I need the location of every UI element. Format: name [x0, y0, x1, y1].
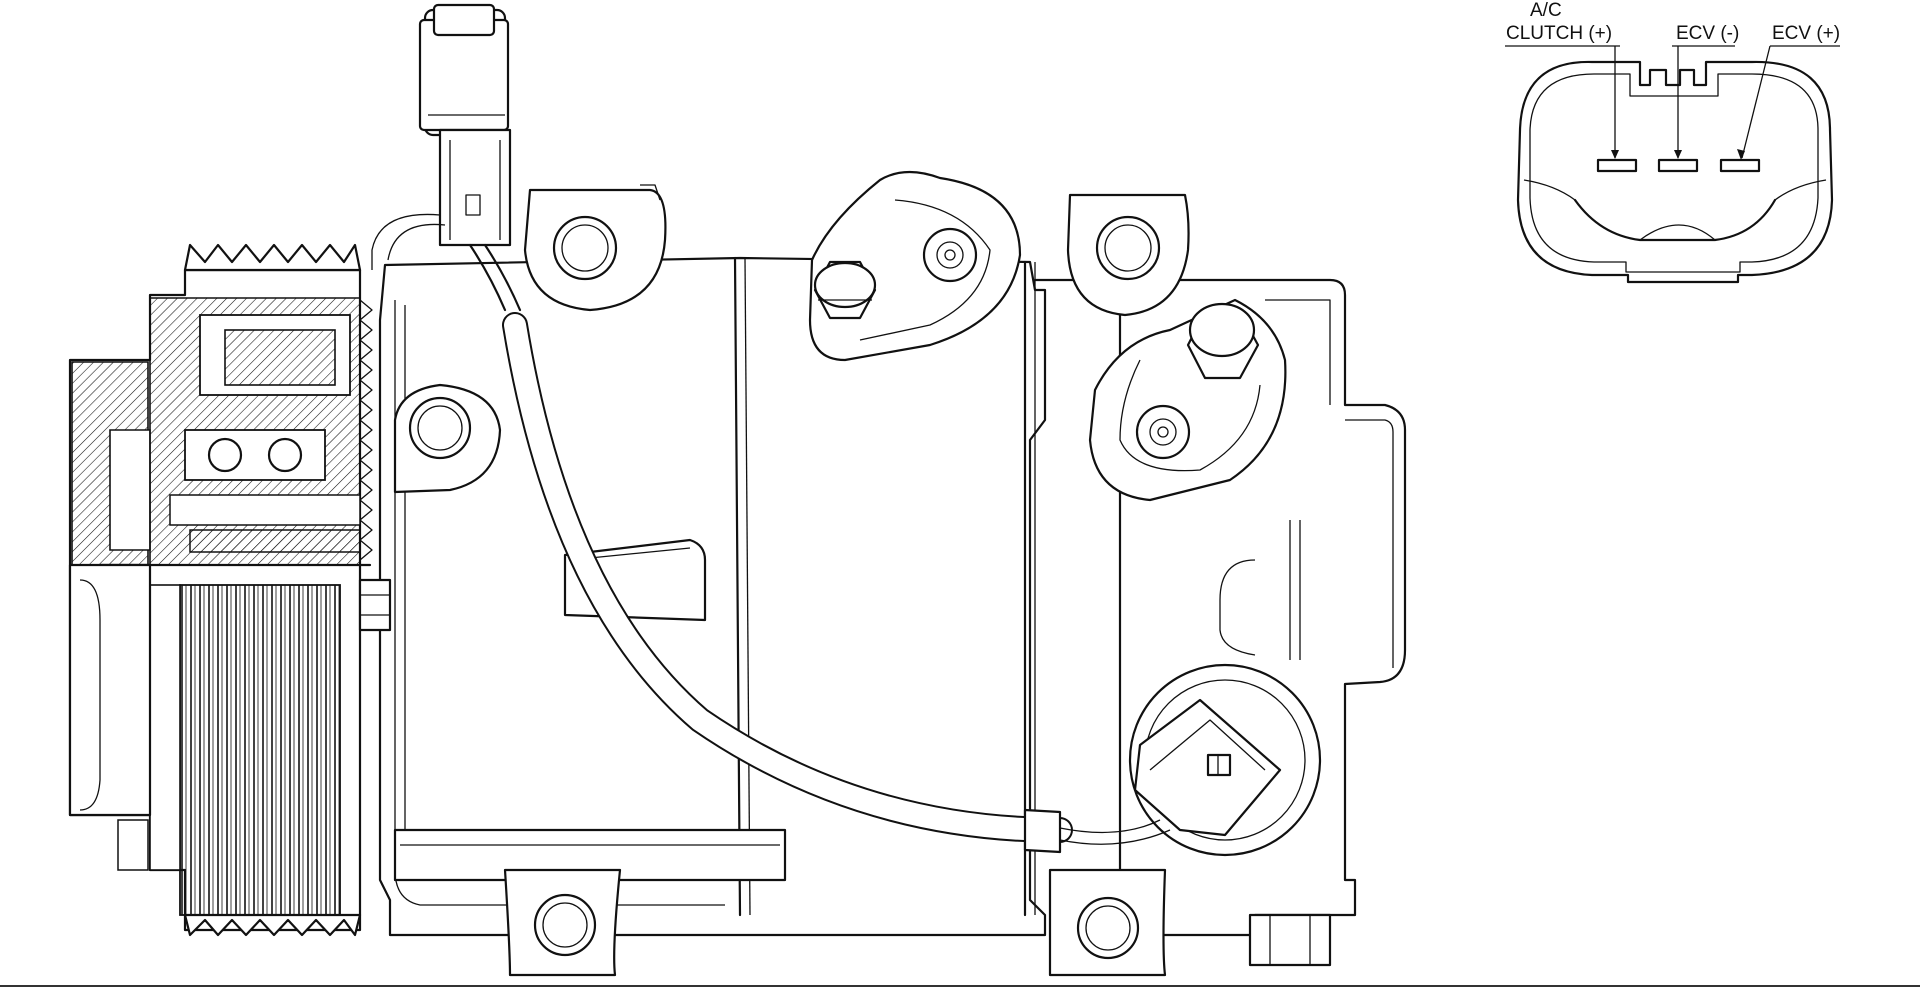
service-port-left [808, 170, 1022, 362]
bottom-mount-ear-right [1048, 868, 1167, 977]
wire-harness [371, 213, 1171, 854]
pin-ecv-minus [1657, 158, 1699, 173]
front-mounting-bolt [393, 383, 502, 494]
label-ecv-minus: ECV (-) [1676, 23, 1739, 44]
harness-connector-top [418, 3, 512, 247]
bottom-mount-ear-left [503, 868, 622, 977]
top-mount-ear-right [1066, 193, 1190, 317]
service-port-right [1088, 298, 1287, 502]
top-mount-ear-left [523, 184, 667, 312]
ecv-connector [1128, 663, 1322, 857]
label-ac-clutch-line1: A/C [1530, 0, 1562, 21]
connector-face-icon [1505, 45, 1840, 284]
label-ac-clutch-line2: CLUTCH (+) [1506, 23, 1612, 44]
label-ecv-plus: ECV (+) [1772, 23, 1840, 44]
pin-ecv-plus [1719, 158, 1761, 173]
compressor-drawing [68, 3, 1407, 977]
pin-ac-clutch [1596, 158, 1638, 173]
pulley-icon [68, 243, 392, 937]
